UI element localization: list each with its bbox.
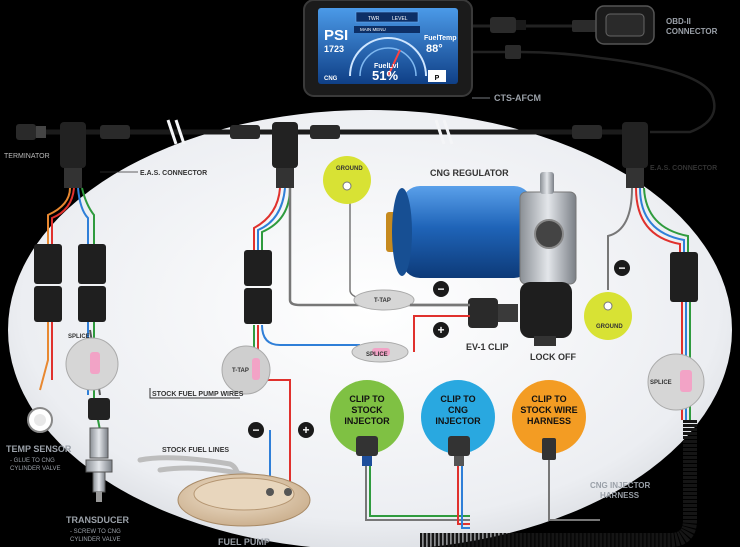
screen-fueltemp-value: 88°	[426, 43, 443, 55]
screen-badge-left: CNG	[324, 76, 338, 82]
main-bus-cable	[16, 119, 630, 145]
bubble-stock-injector: CLIP TO STOCK INJECTOR	[330, 380, 404, 466]
screen-fuellvl-value: 51%	[372, 68, 398, 83]
ground-right-label: GROUND	[596, 324, 623, 330]
device-label: CTS-AFCM	[494, 93, 541, 103]
svg-text:CLIP TO: CLIP TO	[531, 394, 566, 404]
transducer-note-2: CYLINDER VALVE	[70, 537, 120, 543]
stock-fuel-pump-wires-label: STOCK FUEL PUMP WIRES	[152, 391, 244, 398]
ev1-minus: −	[433, 281, 449, 297]
temp-sensor-note-2: CYLINDER VALVE	[10, 466, 60, 472]
left-plug-pair	[34, 244, 106, 322]
bubble-cng-injector: CLIP TO CNG INJECTOR	[421, 380, 495, 466]
screen-menu-twr: TWR	[368, 16, 380, 22]
ttap-center-label: T-TAP	[374, 298, 391, 304]
svg-text:CNG: CNG	[448, 405, 468, 415]
fuel-pump-minus: −	[248, 422, 264, 438]
bubble-stock-wire-harness: CLIP TO STOCK WIRE HARNESS	[512, 380, 586, 460]
cng-regulator	[386, 172, 577, 285]
center-harness	[253, 187, 470, 492]
svg-text:CLIP TO: CLIP TO	[349, 394, 384, 404]
temp-sensor-note-1: - GLUE TO CNG	[10, 458, 55, 464]
ev1-wires	[410, 303, 470, 352]
obd-cable	[470, 5, 716, 134]
ttap-left-label: T-TAP	[232, 368, 249, 374]
eas-connector-right	[622, 122, 648, 188]
splice-left-label: SPLICE	[68, 334, 90, 340]
transducer-note-1: - SCREW TO CNG	[70, 529, 121, 535]
splice-left	[65, 337, 119, 391]
terminator-label: TERMINATOR	[4, 153, 50, 160]
fuel-pump-plus: +	[298, 422, 314, 438]
center-plug-pair	[244, 250, 272, 324]
ttap-left	[221, 345, 271, 395]
cng-injector-harness-label-2: HARNESS	[600, 491, 640, 500]
screen-fueltemp-label: FuelTemp	[424, 35, 457, 42]
screen-psi-value: 1723	[324, 44, 344, 54]
cng-regulator-label: CNG REGULATOR	[430, 168, 509, 178]
fuel-pump	[177, 473, 311, 527]
screen-badge-right-box	[428, 70, 446, 82]
svg-text:−: −	[252, 423, 259, 437]
splice-center-label: SPLICE	[366, 352, 388, 358]
right-plug	[670, 252, 698, 302]
lock-off-solenoid	[520, 282, 572, 346]
ground-right-minus: −	[614, 260, 630, 276]
eas-connector-center	[272, 122, 298, 188]
screen-psi-label: PSI	[324, 27, 348, 44]
splice-right-label: SPLICE	[650, 380, 672, 386]
stock-fuel-pump-wires-leader	[149, 388, 240, 399]
svg-text:+: +	[437, 323, 444, 337]
injector-wires	[365, 460, 600, 529]
ttap-center	[353, 289, 415, 311]
screen-fuellvl-label: FuelLvl	[374, 63, 399, 70]
svg-text:STOCK WIRE: STOCK WIRE	[520, 405, 577, 415]
screen-badge-right: P	[435, 75, 440, 82]
svg-text:INJECTOR: INJECTOR	[344, 416, 390, 426]
ev1-clip	[468, 298, 518, 328]
temp-sensor-label: TEMP SENSOR	[6, 444, 72, 454]
svg-text:STOCK: STOCK	[351, 405, 383, 415]
obd-label-line1: OBD-II	[666, 17, 691, 26]
svg-text:−: −	[618, 261, 625, 275]
ground-top-label: GROUND	[336, 166, 363, 172]
cng-injector-harness-label-1: CNG INJECTOR	[590, 481, 651, 490]
ground-right	[584, 292, 632, 340]
eas-connector-left-label: E.A.S. CONNECTOR	[140, 170, 207, 177]
svg-text:+: +	[302, 423, 309, 437]
screen-menu-center: MAIN MENU	[360, 27, 386, 32]
ev1-clip-label: EV-1 CLIP	[466, 342, 509, 352]
stock-fuel-lines-label: STOCK FUEL LINES	[162, 447, 229, 454]
splice-right	[647, 353, 705, 411]
transducer-label: TRANSDUCER	[66, 515, 130, 525]
obd-label-line2: CONNECTOR	[666, 27, 718, 36]
splice-center	[351, 341, 409, 363]
eas-connector-right-label: E.A.S. CONNECTOR	[650, 165, 717, 172]
eas-connector-left	[60, 122, 86, 188]
temp-sensor	[27, 407, 53, 433]
fuel-pump-label: FUEL PUMP	[218, 537, 270, 547]
device-screen	[318, 8, 458, 84]
lock-off-label: LOCK OFF	[530, 352, 576, 362]
transducer	[85, 398, 113, 502]
svg-text:INJECTOR: INJECTOR	[435, 416, 481, 426]
svg-text:CLIP TO: CLIP TO	[440, 394, 475, 404]
cng-injector-harness	[420, 420, 697, 547]
svg-text:HARNESS: HARNESS	[527, 416, 571, 426]
svg-text:−: −	[437, 282, 444, 296]
ground-top	[323, 156, 371, 204]
screen-menu-level: LEVEL	[392, 16, 408, 22]
ev1-plus: +	[433, 322, 449, 338]
